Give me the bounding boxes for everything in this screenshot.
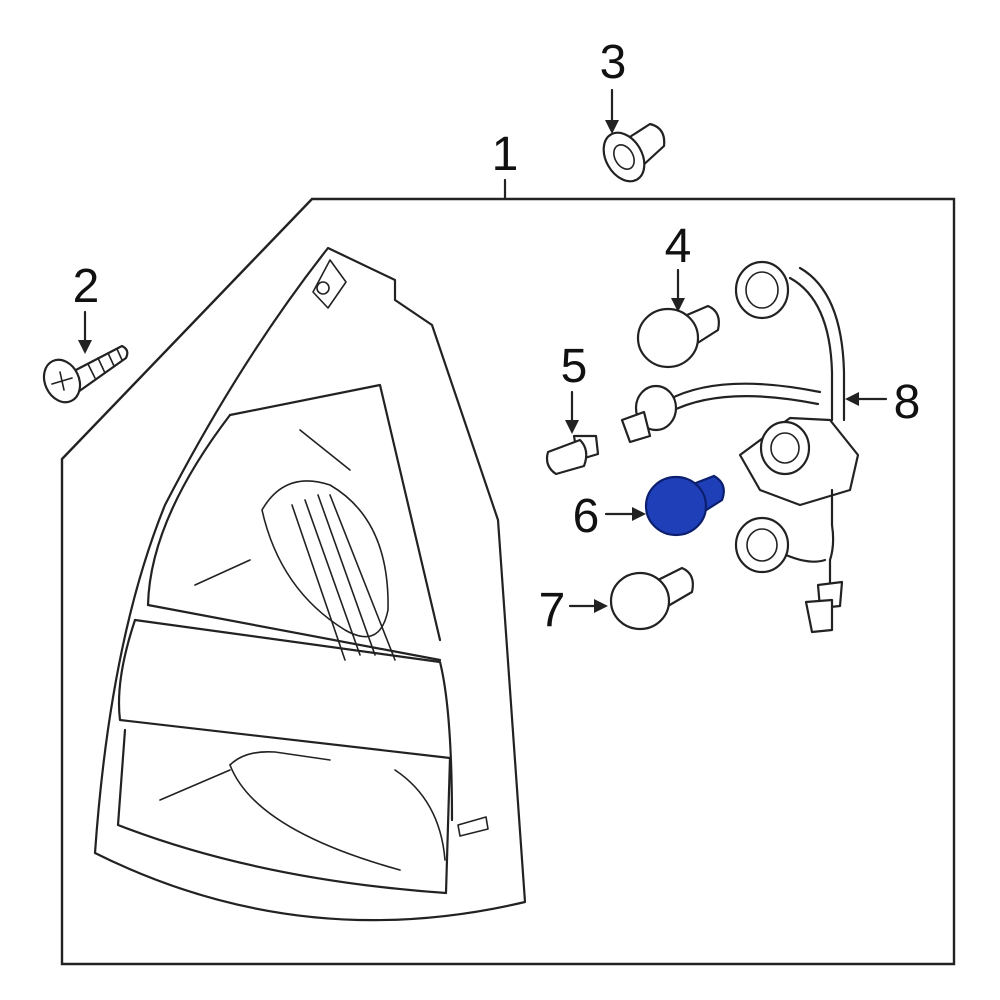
callout-4: 4 <box>665 220 692 273</box>
callout-7: 7 <box>539 584 566 637</box>
grommet[interactable] <box>595 122 666 189</box>
callout-3: 3 <box>600 36 627 89</box>
bulb-6-glass <box>644 475 708 537</box>
bulb-6-highlighted[interactable] <box>644 474 725 537</box>
bulb-7[interactable] <box>609 566 694 631</box>
leader-lines <box>83 88 888 608</box>
tail-lamp-housing[interactable] <box>93 246 527 922</box>
callout-5: 5 <box>561 340 588 393</box>
callout-6: 6 <box>573 490 600 543</box>
leader-arrowheads <box>78 120 859 613</box>
callout-8: 8 <box>894 376 921 429</box>
callout-1: 1 <box>492 128 519 181</box>
bulb-5[interactable] <box>545 434 600 476</box>
screw[interactable] <box>37 344 129 408</box>
callout-2: 2 <box>73 260 100 313</box>
socket-harness[interactable] <box>620 260 860 634</box>
bulb-4[interactable] <box>636 304 720 369</box>
